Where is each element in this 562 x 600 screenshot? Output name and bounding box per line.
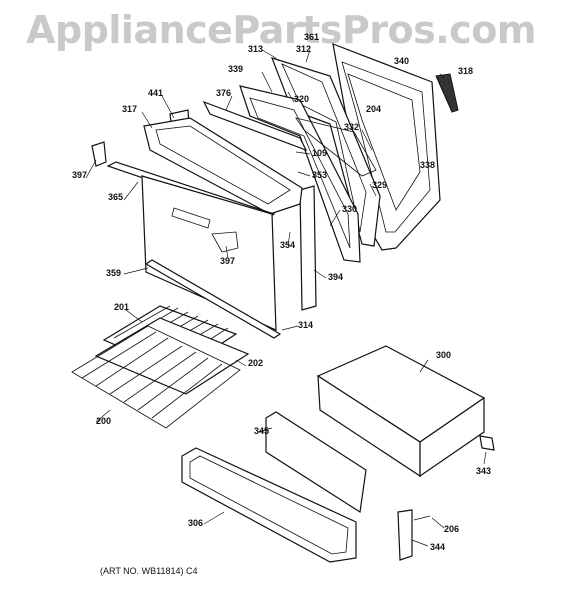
label-313: 313 (248, 44, 263, 54)
label-397-left: 397 (72, 170, 87, 180)
label-345: 345 (254, 426, 269, 436)
part-317-door-top (143, 117, 303, 215)
label-318: 318 (458, 66, 473, 76)
label-353: 353 (312, 170, 327, 180)
art-number: (ART NO. WB11814) C4 (100, 566, 198, 576)
label-206: 206 (444, 524, 459, 534)
label-200: 200 (96, 416, 111, 426)
label-314: 314 (298, 320, 313, 330)
leader-lines (85, 49, 487, 547)
label-365: 365 (108, 192, 123, 202)
label-441: 441 (148, 88, 163, 98)
part-339-inner-glass (239, 85, 361, 263)
part-376-channel (202, 100, 308, 152)
label-332: 332 (344, 122, 359, 132)
label-312: 312 (296, 44, 311, 54)
label-306: 306 (188, 518, 203, 528)
label-320: 320 (294, 94, 309, 104)
label-359: 359 (106, 268, 121, 278)
label-354: 354 (280, 240, 295, 250)
part-332-door-liner (295, 117, 377, 177)
part-314-outer-door (141, 175, 277, 331)
part-397-hinge-clip-left (91, 141, 107, 167)
label-340: 340 (394, 56, 409, 66)
label-397-door: 397 (220, 256, 235, 266)
part-300-storage-drawer (316, 345, 486, 478)
label-361: 361 (304, 32, 319, 42)
part-206-screw (413, 515, 431, 521)
part-345-drawer-back-panel (265, 411, 367, 514)
part-343-roller (479, 435, 495, 451)
part-359-bottom-trim (144, 259, 282, 339)
part-306-drawer-front (181, 447, 357, 563)
label-329: 329 (372, 180, 387, 190)
label-330: 330 (342, 204, 357, 214)
label-109: 109 (312, 148, 327, 158)
part-202-broiler-pan (94, 317, 250, 395)
label-317: 317 (122, 104, 137, 114)
label-300: 300 (436, 350, 451, 360)
label-338: 338 (420, 160, 435, 170)
part-318-gasket (435, 73, 459, 113)
label-343: 343 (476, 466, 491, 476)
label-394: 394 (328, 272, 343, 282)
label-202: 202 (248, 358, 263, 368)
part-200-oven-rack (71, 325, 241, 429)
label-376: 376 (216, 88, 231, 98)
label-339: 339 (228, 64, 243, 74)
label-201: 201 (114, 302, 129, 312)
part-394-post (299, 185, 317, 311)
label-204: 204 (366, 104, 381, 114)
label-344: 344 (430, 542, 445, 552)
part-344-drawer-slide (397, 509, 413, 561)
watermark-text: AppliancePartsPros.com (26, 8, 536, 52)
